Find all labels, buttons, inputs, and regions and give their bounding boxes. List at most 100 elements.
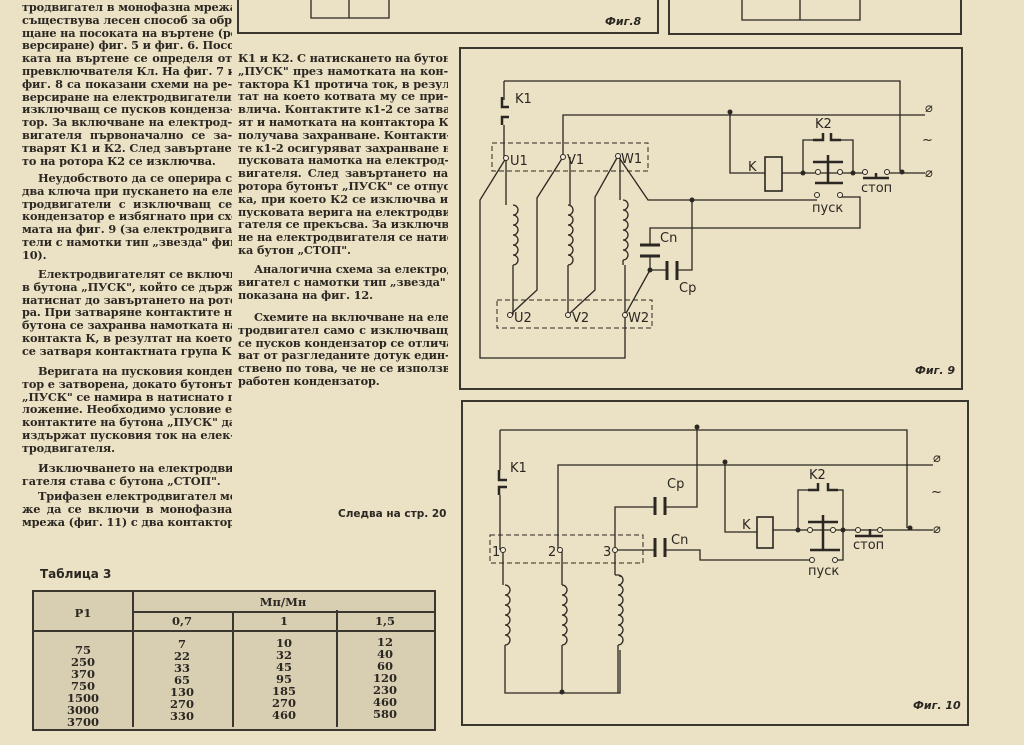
fig10-start-button: [808, 515, 840, 552]
fig9-label-cp: Cp: [679, 281, 696, 296]
table-cell: 750: [70, 679, 95, 693]
table-cell: 120: [372, 671, 397, 685]
subheader-0-7: 0,7: [171, 614, 192, 628]
fig9-label-k2: K2: [815, 117, 832, 132]
subheader-1-5: 1,5: [374, 614, 395, 628]
text-line: Електродвигателят се включва: [38, 268, 232, 281]
text-line: тродвигател само с изключващ: [238, 323, 448, 337]
fig9-relay-coil: [764, 156, 783, 192]
fig10-caption: Фиг. 10: [913, 699, 961, 712]
fig9-label-stop: стоп: [861, 181, 892, 196]
text-line: контакта К, в резултат на което: [22, 331, 232, 345]
text-line: тат на което котвата му се при-: [238, 90, 448, 104]
text-line: ката на въртене се определя от: [22, 52, 232, 65]
fig9-terminal-top: ⌀: [925, 101, 933, 116]
fig9-coil-u: [512, 204, 519, 270]
fig10-wires: [499, 427, 933, 694]
fig-frame-fragment: [668, 0, 962, 35]
table-cell: 95: [275, 672, 292, 686]
text-line: Трифазен електродвигател мо-: [38, 490, 232, 503]
table-cell: 7: [177, 637, 186, 651]
text-line: щане на посоката на въртене (ре-: [22, 26, 232, 40]
text-line: ят и намотката на контактора К2: [238, 115, 448, 129]
fig10-label-k: K: [742, 518, 751, 533]
text-line: версиране на електродвигатели с: [22, 90, 232, 104]
text-line: „ПУСК" през намотката на кон-: [238, 64, 448, 78]
fig10-coil-1: [504, 584, 511, 650]
fig9-terminal-bottom: ⌀: [925, 166, 933, 181]
fig9-stop-button: [863, 173, 889, 180]
table-cell: 75: [74, 643, 91, 657]
text-line: ка, при което К2 се изключва и: [238, 192, 448, 206]
fig9-caption: Фиг. 9: [915, 364, 955, 377]
table-cell: 230: [372, 683, 397, 697]
text-line: бутона се захранва намотката на: [22, 319, 232, 332]
fig10-k1-contact: [497, 470, 507, 495]
fig9-coil-w: [622, 199, 629, 265]
table-cell: 1500: [66, 691, 99, 705]
fig9-label-v2: V2: [572, 311, 589, 326]
table-cell: 270: [271, 696, 296, 710]
continued-note: Следва на стр. 20: [338, 508, 447, 520]
subheader-1: 1: [279, 614, 288, 628]
text-line: показана на фиг. 12.: [238, 288, 373, 302]
text-line: ствено по това, че не се използва: [238, 362, 448, 375]
text-line: тварят К1 и К2. След завъртане-: [22, 141, 232, 155]
fig9-coil-v: [567, 204, 574, 270]
text-line: же да се включи в монофазна: [22, 502, 232, 516]
fig9-label-k: K: [748, 160, 757, 175]
text-line: тор. За включване на електрод-: [22, 116, 232, 129]
text-line: 10).: [22, 248, 47, 262]
text-line: работен кондензатор.: [238, 374, 380, 388]
fig9-terminal-box-bottom: [496, 299, 653, 329]
text-line: Неудобството да се оперира с: [38, 172, 232, 185]
paragraph: К1 и К2. С натискането на бутона„ПУСК" п…: [238, 52, 448, 257]
table-cell: 460: [372, 695, 397, 709]
fig9-label-k1: K1: [515, 92, 532, 107]
fig9-label-cn: Cn: [660, 231, 677, 246]
table-cell: 3000: [66, 703, 99, 717]
table-cell: 40: [376, 647, 393, 661]
text-line: пусковата верига на електродви-: [238, 205, 448, 219]
text-line: ложение. Необходимо условие е: [22, 403, 232, 417]
paragraph: Веригата на пусковия кондензa-тор е затв…: [22, 365, 232, 455]
text-line: изключващ се пусков кондензa-: [22, 103, 232, 117]
fig9-wires: [479, 80, 925, 359]
text-line: Изключването на електродви-: [38, 462, 232, 475]
text-line: издържат пусковия ток на елек-: [22, 428, 232, 442]
paragraph: Аналогична схема за електрод-вигател с н…: [238, 263, 448, 301]
fig10-terminal-box: [489, 534, 644, 564]
fig10-coil-2: [561, 584, 568, 650]
table-cell: 32: [275, 648, 292, 662]
fig9-frame: [459, 47, 963, 390]
text-line: гателя се прекъсва. За изключва-: [238, 218, 448, 232]
fig10-label-2: 2: [548, 545, 556, 560]
table-cell: 580: [372, 707, 397, 721]
text-line: се пусков кондензатор се отлича-: [238, 336, 448, 350]
text-line: то на ротора К2 се изключва.: [22, 154, 216, 168]
text-line: мрежа (фиг. 11) с два контактора:: [22, 515, 232, 529]
paragraph: Трифазен електродвигател мо-же да се вкл…: [22, 490, 232, 528]
fig10-label-cn: Cn: [671, 533, 688, 548]
table-cell: 270: [169, 697, 194, 711]
text-line: тродвигателя.: [22, 441, 115, 455]
text-line: превключвателя Кл. На фиг. 7 и: [22, 64, 232, 78]
text-line: влича. Контактите к1-2 се затвар-: [238, 103, 448, 116]
text-line: Веригата на пусковия кондензa-: [38, 365, 232, 378]
fig10-label-k1: K1: [510, 461, 527, 476]
table-cell: 460: [271, 708, 296, 722]
fig10-label-start: пуск: [808, 564, 839, 579]
table-cell: 185: [271, 684, 296, 698]
fig8-diagram-fragment: [310, 0, 390, 19]
text-line: ват от разгледаните дотук един-: [238, 349, 448, 363]
fig10-relay-coil: [756, 516, 774, 549]
fig10-stop-button: [855, 529, 883, 538]
paragraph: Схемите на включване на елек-тродвигател…: [238, 311, 448, 388]
text-line: ротора бутонът „ПУСК" се отпус-: [238, 179, 448, 193]
diagram-fragment: [741, 0, 861, 21]
